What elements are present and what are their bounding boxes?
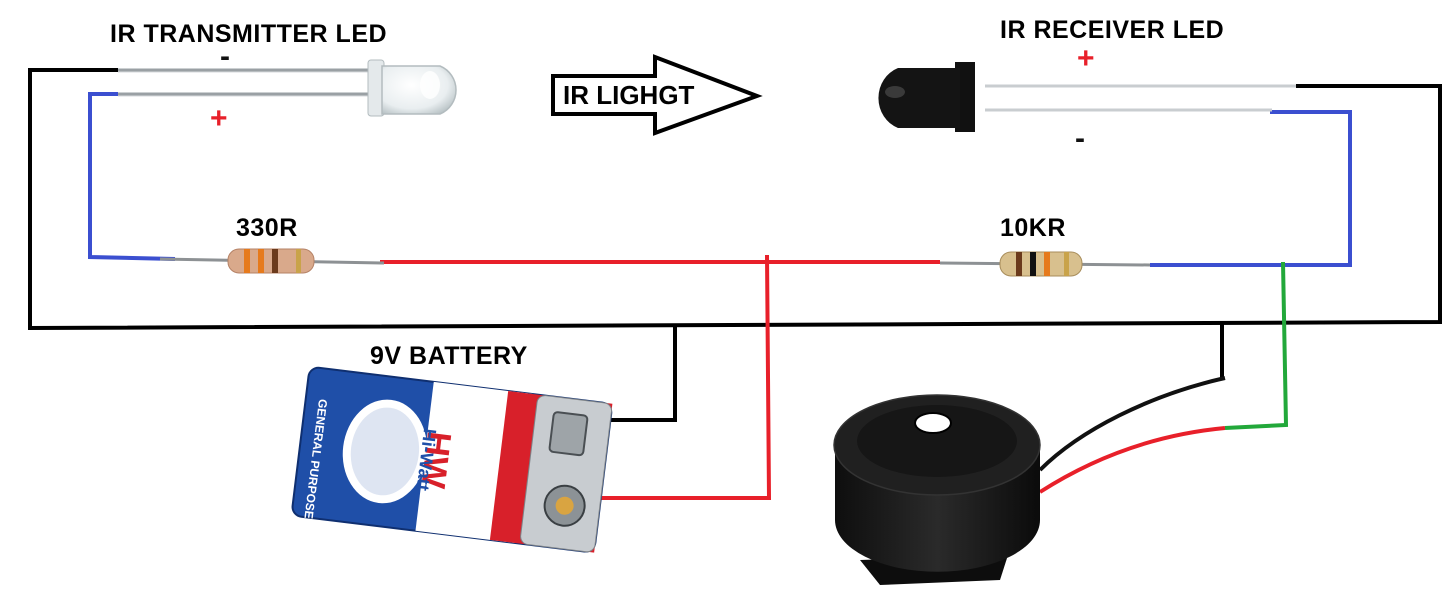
battery-9v [291, 366, 613, 553]
ground-wire-loop [28, 68, 1442, 331]
transmitter-label: IR TRANSMITTER LED [110, 20, 388, 48]
battery-label: 9V BATTERY [370, 342, 528, 370]
ir-transmitter-led [118, 59, 457, 117]
receiver-plus-sign: + [1077, 42, 1095, 75]
ir-light-arrow [551, 54, 763, 136]
transmitter-minus-sign: - [220, 40, 230, 73]
resistor-10kr-label: 10KR [1000, 214, 1066, 242]
receiver-lead-wire [1150, 110, 1352, 267]
transmitter-anode-wire [88, 92, 176, 261]
receiver-minus-sign: - [1075, 122, 1085, 155]
resistor-330r-label: 330R [236, 214, 298, 242]
resistor-330r [159, 248, 385, 274]
battery-positive-wire [598, 254, 772, 500]
resistor-10kr [939, 251, 1151, 277]
ir-receiver-led [878, 62, 1296, 132]
transmitter-plus-sign: + [210, 102, 228, 135]
receiver-label: IR RECEIVER LED [1000, 16, 1225, 44]
buzzer-signal-wire [1224, 261, 1289, 430]
ir-light-label: IR LIGHGT [563, 80, 695, 110]
battery-negative-wire [580, 325, 677, 422]
buzzer [833, 376, 1226, 585]
